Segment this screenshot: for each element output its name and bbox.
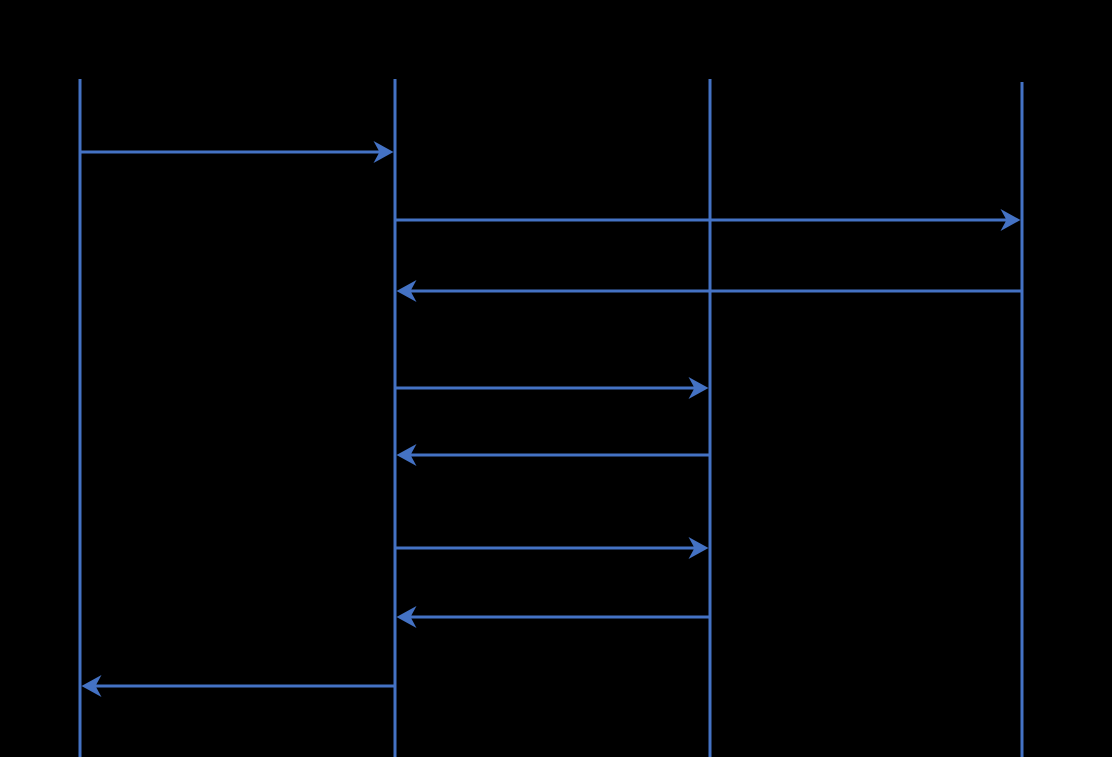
message-6-arrow bbox=[395, 537, 709, 559]
message-5-arrow bbox=[396, 444, 710, 466]
message-6-arrowhead-icon bbox=[688, 537, 709, 559]
message-3-arrow bbox=[396, 280, 1022, 302]
message-2-arrow bbox=[395, 209, 1021, 231]
message-7-arrow bbox=[396, 606, 710, 628]
message-7-arrowhead-icon bbox=[396, 606, 417, 628]
message-1-arrow bbox=[80, 141, 394, 163]
message-1-arrowhead-icon bbox=[373, 141, 394, 163]
message-2-arrowhead-icon bbox=[1000, 209, 1021, 231]
message-4-arrow bbox=[395, 377, 709, 399]
message-4-arrowhead-icon bbox=[688, 377, 709, 399]
message-8-arrowhead-icon bbox=[81, 675, 102, 697]
message-8-arrow bbox=[81, 675, 395, 697]
message-3-arrowhead-icon bbox=[396, 280, 417, 302]
message-5-arrowhead-icon bbox=[396, 444, 417, 466]
